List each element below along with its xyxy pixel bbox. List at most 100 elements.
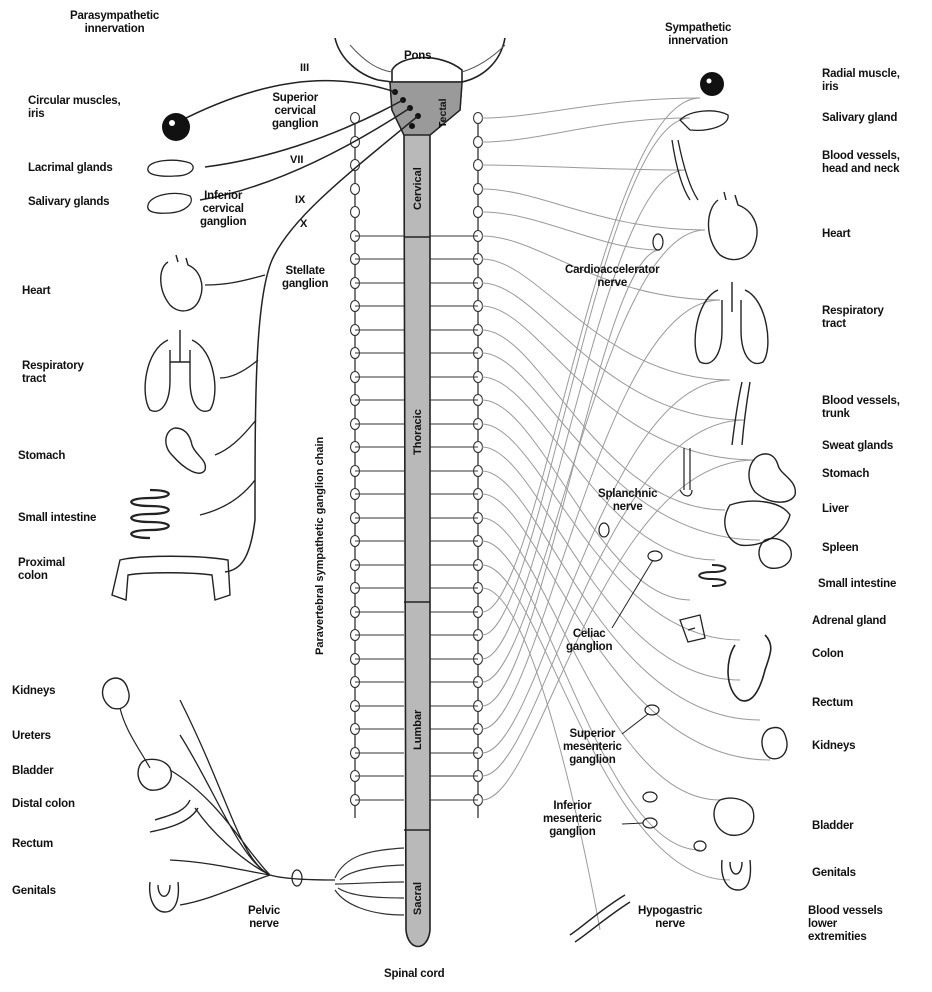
pons-label: Pons: [404, 50, 431, 63]
inferior-cervical-ganglion-label: Inferior cervical ganglion: [200, 190, 246, 230]
right-small-intestine-drawing: [699, 565, 725, 586]
chain-ganglion: [351, 184, 360, 195]
right-leg-vessels-drawing: [570, 895, 630, 942]
right-colon-drawing: [728, 635, 771, 701]
right-kidney-drawing: [762, 727, 787, 758]
sympathetic-fiber: [482, 230, 705, 682]
inferior-mesenteric-ganglion-2: [643, 818, 657, 828]
right-organ-radial-muscle: Radial muscle, iris: [822, 68, 900, 94]
right-organ-kidneys: Kidneys: [812, 740, 855, 753]
cranial-nerve-x: X: [300, 218, 307, 230]
right-organ-liver: Liver: [822, 503, 849, 516]
left-organ-bladder: Bladder: [12, 765, 53, 778]
right-salivary-drawing: [680, 111, 728, 130]
spinal-cord: [390, 82, 462, 947]
cranial-nerve-ix: IX: [295, 194, 305, 206]
right-organ-leg-vessels: Blood vessels lower extremities: [808, 905, 883, 945]
sympathetic-fiber: [482, 424, 740, 640]
vagus-stomach-branch: [215, 420, 256, 455]
left-organ-ureters: Ureters: [12, 730, 51, 743]
left-small-intestine-drawing: [131, 490, 169, 538]
left-organ-distal-colon: Distal colon: [12, 798, 75, 811]
sympathetic-fiber: [482, 170, 685, 659]
splanchnic-nerve-label: Splanchnic nerve: [598, 488, 657, 514]
cardioaccelerator-ganglion: [653, 234, 663, 250]
splanchnic-ganglion: [599, 523, 609, 537]
right-organ-adrenal: Adrenal gland: [812, 615, 886, 628]
right-sweat-gland-drawing: [680, 448, 692, 496]
parasympathetic-header: Parasympathetic innervation: [70, 10, 159, 36]
sympathetic-fiber: [482, 377, 715, 560]
tectal-region: [390, 82, 462, 135]
right-stomach-drawing: [749, 454, 795, 502]
left-organ-respiratory: Respiratory tract: [22, 360, 84, 386]
vagus-intestine-branch: [200, 480, 255, 515]
left-iris: [162, 113, 190, 141]
right-organ-small-intestine: Small intestine: [818, 578, 896, 591]
sacral-outflow: [335, 848, 404, 915]
chain-ganglion: [474, 137, 483, 148]
cardioaccelerator-nerve-label: Cardioaccelerator nerve: [565, 264, 659, 290]
right-organ-spleen: Spleen: [822, 542, 859, 555]
region-thoracic: Thoracic: [412, 409, 424, 455]
right-organ-genitals: Genitals: [812, 867, 856, 880]
right-organ-sweat-glands: Sweat glands: [822, 440, 893, 453]
right-bladder-drawing: [714, 798, 754, 835]
left-bladder-drawing: [138, 759, 171, 790]
salivary-gland-drawing-left: [148, 193, 192, 213]
lacrimal-gland-drawing: [148, 160, 193, 176]
left-organ-circular-muscles: Circular muscles, iris: [28, 95, 120, 121]
left-organ-proximal-colon: Proximal colon: [18, 557, 65, 583]
right-organ-colon: Colon: [812, 648, 844, 661]
sympathetic-fiber: [482, 165, 685, 170]
chain-ganglion: [474, 207, 483, 218]
sympathetic-fiber: [482, 98, 700, 118]
superior-cervical-ganglion-label: Superior cervical ganglion: [272, 92, 318, 132]
right-organ-bladder: Bladder: [812, 820, 853, 833]
inferior-mesenteric-ganglion-label: Inferior mesenteric ganglion: [543, 800, 602, 840]
left-organ-genitals: Genitals: [12, 885, 56, 898]
left-organ-rectum: Rectum: [12, 838, 53, 851]
celiac-ganglion: [648, 551, 662, 561]
left-distal-colon-drawing: [150, 800, 198, 832]
left-heart-drawing: [161, 255, 202, 311]
region-lumbar: Lumbar: [412, 709, 424, 750]
chain-ganglion: [474, 184, 483, 195]
left-lungs-drawing: [145, 330, 215, 411]
sympathetic-header: Sympathetic innervation: [665, 22, 731, 48]
region-tectal: Tectal: [437, 98, 449, 128]
right-organ-heart: Heart: [822, 228, 850, 241]
left-organ-kidneys: Kidneys: [12, 685, 55, 698]
left-kidney-drawing: [103, 678, 130, 709]
right-trunk-vessels-drawing: [732, 382, 750, 445]
vagus-heart-branch: [205, 275, 265, 285]
chain-ganglion: [351, 207, 360, 218]
inf-mes-leader: [622, 823, 643, 824]
cranial-nerve-iii: III: [300, 62, 309, 74]
left-genitals-drawing: [150, 882, 179, 912]
sympathetic-fiber: [482, 118, 690, 635]
right-heart-drawing: [708, 192, 757, 260]
right-iris: [700, 72, 724, 96]
chain-ganglion: [474, 113, 483, 124]
pelvic-nerve-fan: [170, 700, 335, 905]
sup-mes-leader: [622, 714, 648, 734]
left-organ-heart: Heart: [22, 285, 50, 298]
left-organ-salivary: Salivary glands: [28, 196, 109, 209]
inferior-mesenteric-ganglion-1: [643, 792, 657, 802]
left-ureter-lines: [120, 708, 150, 768]
right-organ-respiratory: Respiratory tract: [822, 305, 884, 331]
left-organ-small-intestine: Small intestine: [18, 512, 96, 525]
right-spleen-drawing: [759, 538, 791, 568]
left-stomach-drawing: [166, 428, 206, 473]
left-organ-lacrimal: Lacrimal glands: [28, 162, 113, 175]
sympathetic-fiber: [482, 306, 755, 460]
chain-label: Paravertebral sympathetic ganglion chain: [314, 436, 326, 655]
left-proximal-colon-drawing: [112, 556, 230, 600]
cranial-nerve-vii: VII: [290, 154, 303, 166]
right-organ-head-vessels: Blood vessels, head and neck: [822, 150, 900, 176]
right-organ-rectum: Rectum: [812, 697, 853, 710]
celiac-ganglion-label: Celiac ganglion: [566, 628, 612, 654]
